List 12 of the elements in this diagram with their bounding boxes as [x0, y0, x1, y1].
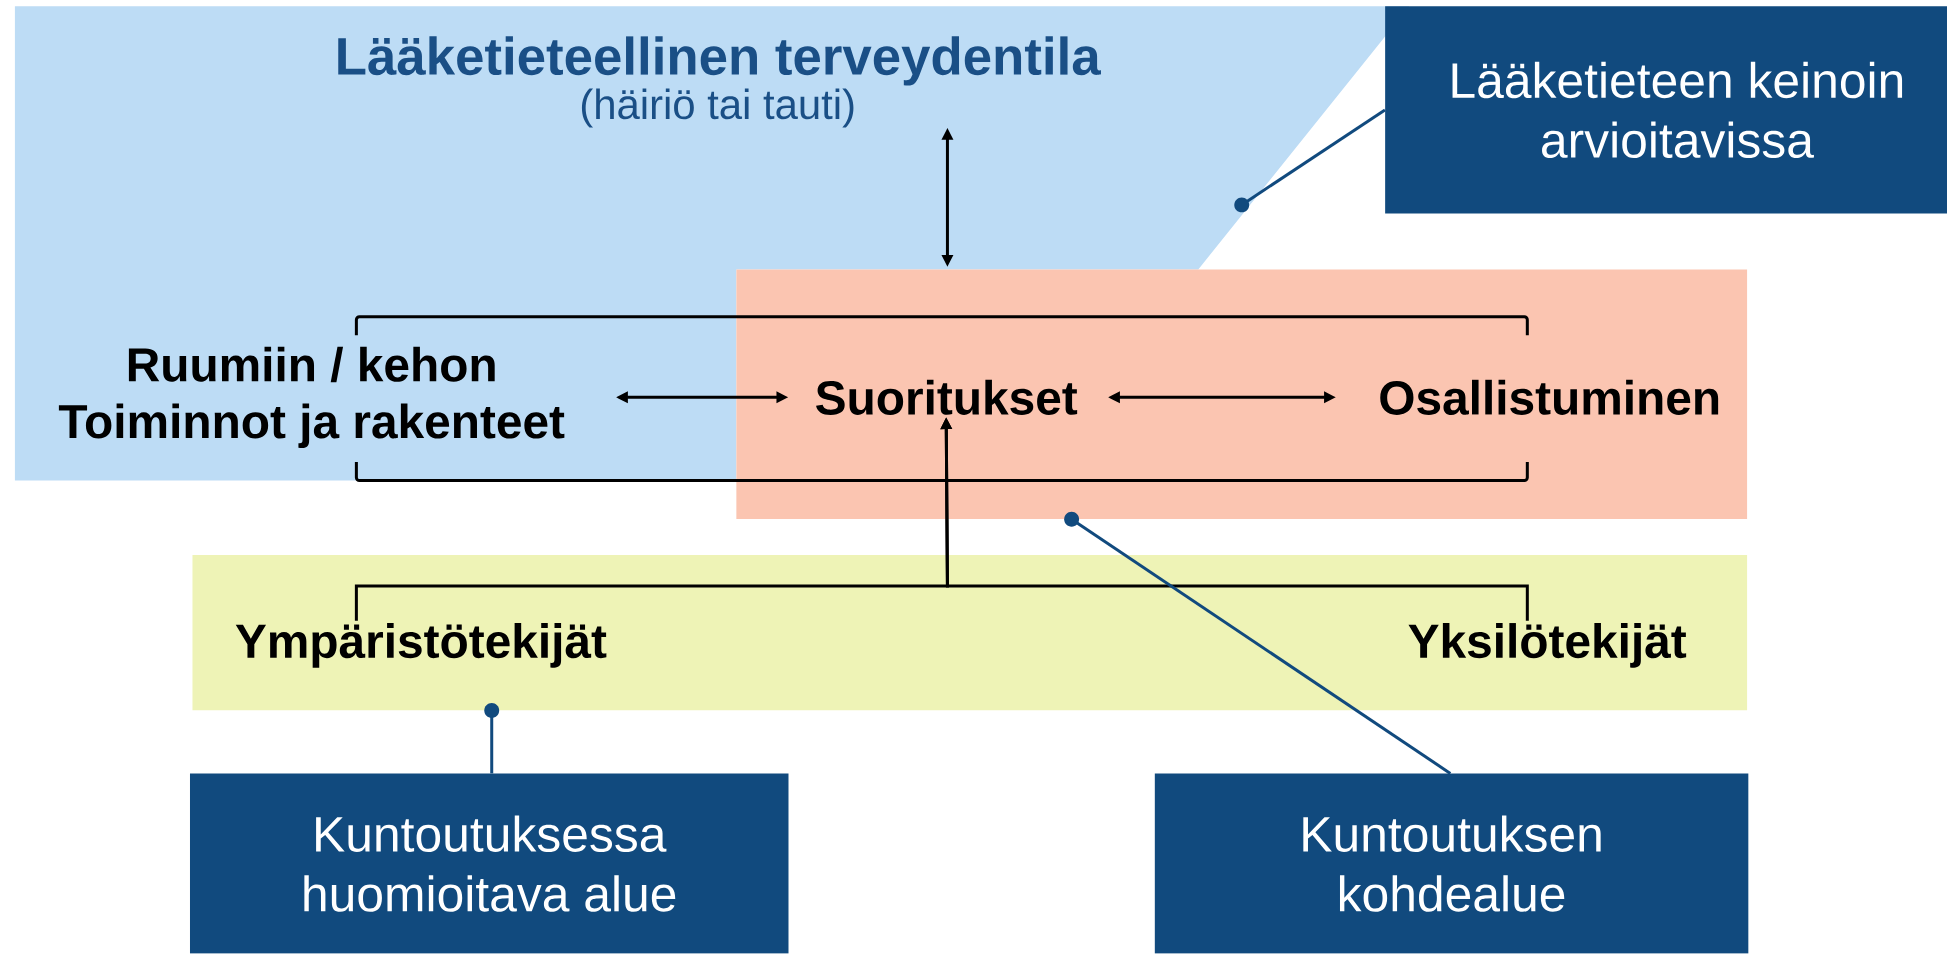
- leader-line: [484, 703, 500, 774]
- label: Suoritukset: [816, 379, 1078, 416]
- shaded-area: [736, 269, 1748, 520]
- callout-box: Kuntoutuksessa huomioitava alue: [190, 773, 789, 954]
- shaded-area: [192, 555, 1748, 711]
- leader-line: [1234, 108, 1386, 213]
- leader-line: [1064, 512, 1452, 775]
- label: Ympäristötekijät: [235, 623, 607, 668]
- callout-box: Kuntoutuksen kohdealue: [1154, 773, 1749, 954]
- label: Ruumiin / kehon Toiminnot ja rakenteet: [58, 346, 565, 449]
- label: Yksilötekijät: [1408, 623, 1687, 668]
- callout-box: Lääketieteen keinoin arvioitavissa: [1385, 6, 1947, 214]
